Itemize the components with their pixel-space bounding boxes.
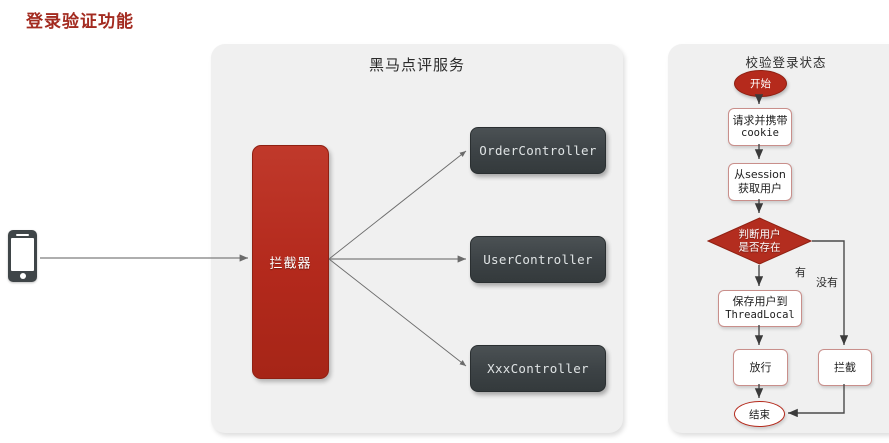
flow-node-get-user-session-line1: 从session	[734, 168, 786, 182]
decision-line2: 是否存在	[738, 241, 781, 253]
interceptor-node[interactable]: 拦截器	[252, 145, 329, 379]
flow-node-save-threadlocal-line1: 保存用户到	[732, 295, 788, 309]
flow-node-request-cookie[interactable]: 请求并携带 cookie	[728, 108, 792, 146]
edge-label-yes: 有	[795, 266, 806, 279]
interceptor-label: 拦截器	[269, 256, 312, 272]
flow-node-block[interactable]: 拦截	[818, 349, 872, 386]
flow-panel-title: 校验登录状态	[745, 55, 827, 70]
order-controller-node[interactable]: OrderController	[470, 127, 606, 174]
service-panel-title: 黑马点评服务	[368, 56, 465, 74]
phone-home-button	[19, 273, 26, 279]
xxx-controller-node[interactable]: XxxController	[470, 345, 606, 392]
user-controller-node[interactable]: UserController	[470, 236, 606, 283]
flow-node-request-cookie-line2: cookie	[741, 127, 779, 140]
edge-label-no: 没有	[816, 276, 838, 289]
smartphone-icon	[8, 230, 37, 282]
flow-node-end[interactable]: 结束	[734, 401, 785, 427]
flow-node-start[interactable]: 开始	[734, 70, 787, 97]
flow-node-get-user-session-line2: 获取用户	[738, 182, 782, 195]
flow-node-save-threadlocal[interactable]: 保存用户到 ThreadLocal	[718, 290, 802, 327]
page-title: 登录验证功能	[26, 12, 134, 32]
flow-node-pass[interactable]: 放行	[733, 349, 788, 386]
flow-node-request-cookie-line1: 请求并携带	[732, 113, 788, 127]
decision-line1: 判断用户	[738, 228, 781, 241]
flow-node-save-threadlocal-line2: ThreadLocal	[725, 308, 795, 321]
flow-node-user-exists-decision[interactable]: 判断用户 是否存在	[706, 217, 813, 265]
flow-node-get-user-session[interactable]: 从session 获取用户	[728, 163, 792, 201]
flow-node-user-exists-decision-text: 判断用户 是否存在	[707, 228, 812, 253]
phone-screen	[11, 238, 34, 271]
decision-diamond-shape	[706, 217, 813, 265]
phone-speaker	[16, 233, 29, 236]
